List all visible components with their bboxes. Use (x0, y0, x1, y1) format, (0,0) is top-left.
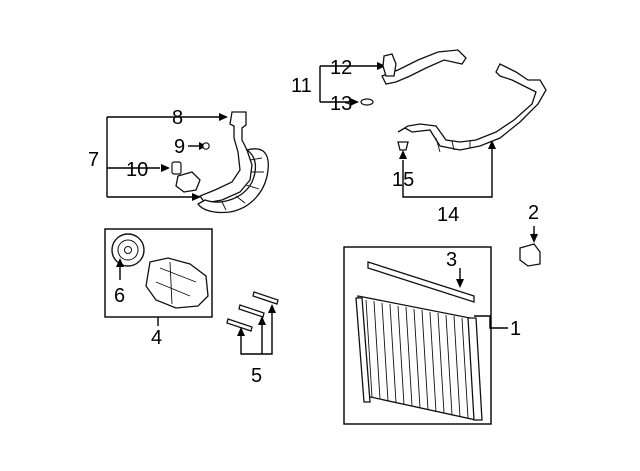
suction-fitting (382, 53, 397, 77)
bracket (519, 243, 541, 267)
bolt-b (238, 304, 265, 318)
liquid-line-group: 14 15 (392, 63, 547, 226)
callout-6: 6 (114, 285, 125, 307)
callout-1: 1 (510, 318, 521, 340)
bracket-group: 2 (519, 202, 541, 267)
bolt-a (252, 291, 279, 305)
callout-10: 10 (126, 159, 148, 181)
hose-shield (197, 148, 269, 214)
suction-hose-group: 11 12 13 (291, 49, 467, 115)
callout-14: 14 (437, 204, 459, 226)
discharge-hose (198, 111, 253, 204)
condenser-seal (367, 261, 475, 303)
compressor-group: 4 6 (104, 228, 213, 349)
callout-4: 4 (151, 327, 162, 349)
bolts-group: 5 (226, 291, 279, 387)
callout-12: 12 (330, 57, 352, 79)
condenser-fins (365, 299, 469, 419)
callout-13: 13 (330, 93, 352, 115)
o-ring-13-icon (360, 98, 374, 106)
callout-9: 9 (174, 136, 185, 158)
compressor-body (145, 257, 209, 309)
bolt-c (226, 318, 253, 332)
valve-10-icon (171, 161, 182, 175)
suction-hose (381, 49, 467, 85)
hose-fitting (175, 171, 201, 193)
liquid-line (397, 63, 547, 151)
discharge-hose-group: 7 8 9 10 (88, 107, 269, 214)
callout-2: 2 (528, 202, 539, 224)
callout-7: 7 (88, 149, 99, 171)
callout-5: 5 (251, 365, 262, 387)
callout-3: 3 (446, 249, 457, 271)
callout-11: 11 (291, 75, 312, 97)
callout-8: 8 (172, 107, 183, 129)
condenser-group: 1 3 (343, 246, 521, 425)
callout-15: 15 (392, 169, 414, 191)
o-ring-9-icon (202, 142, 210, 150)
